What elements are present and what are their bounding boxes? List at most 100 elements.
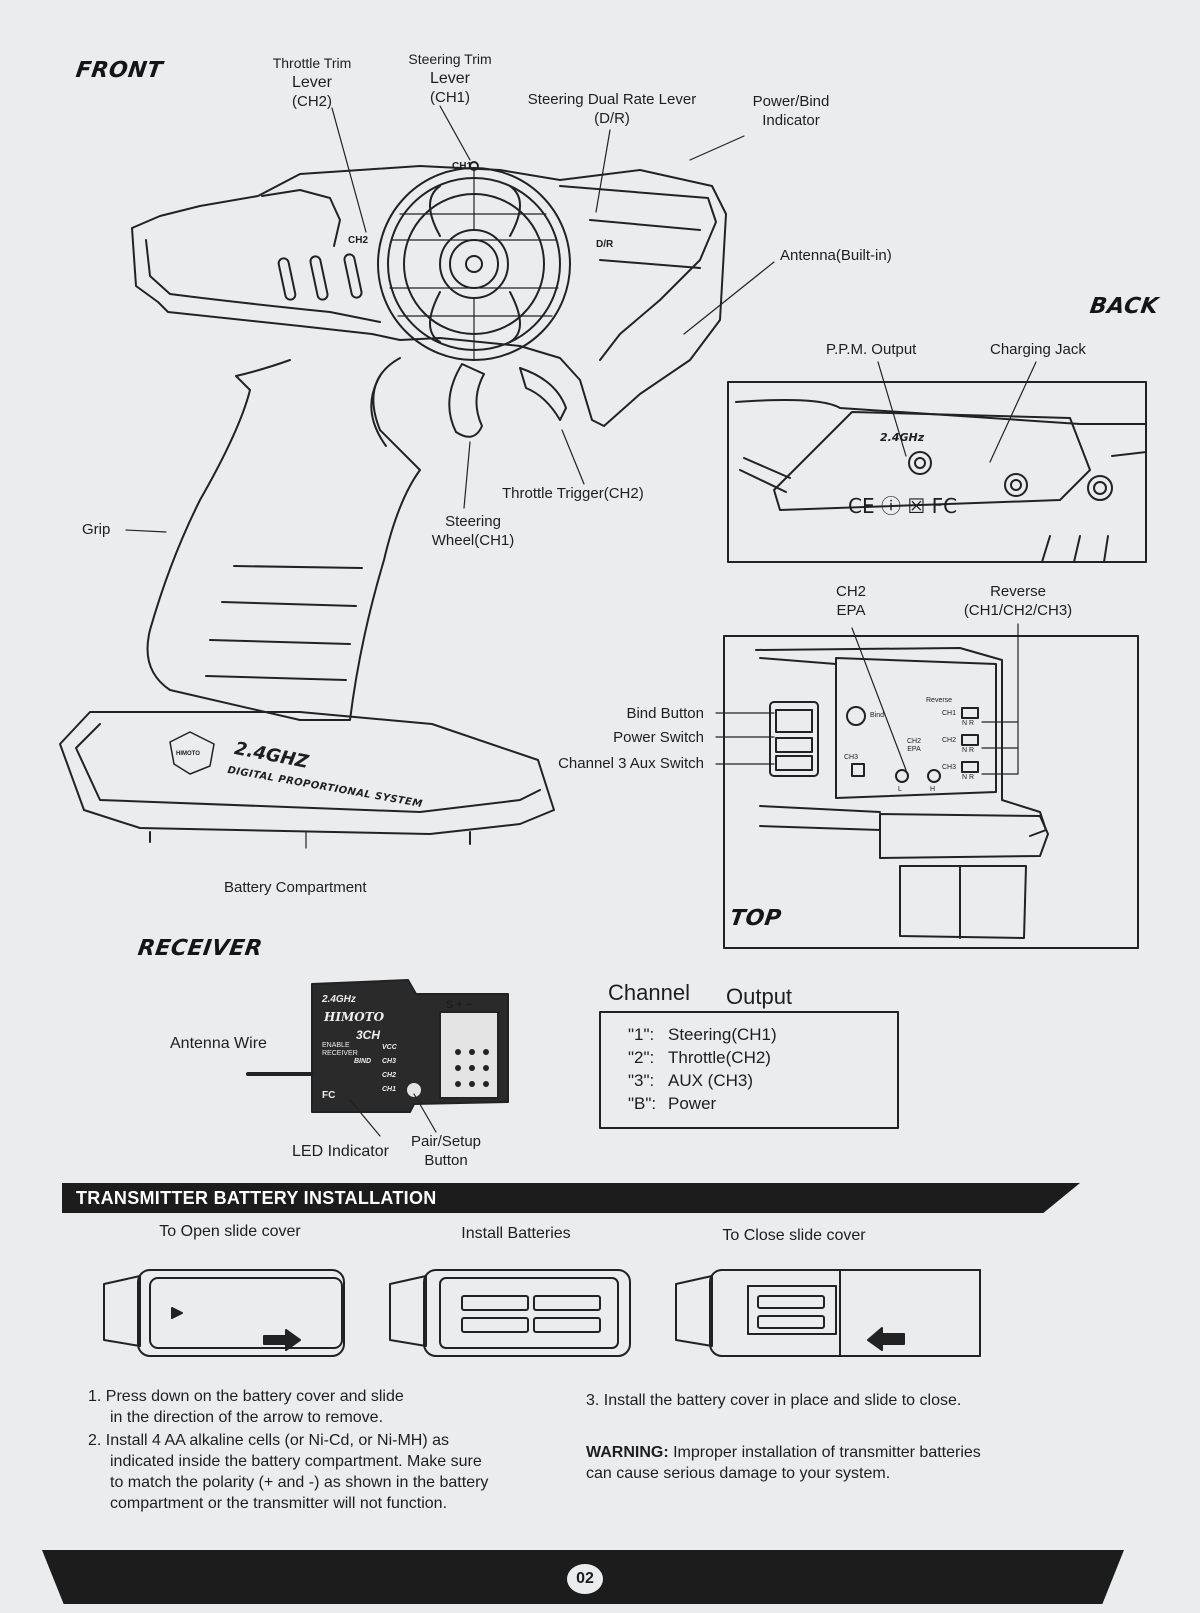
throttle-trim-line2: Lever: [291, 74, 333, 91]
top-panel-ch2epa-line1: CH2: [906, 738, 921, 745]
top-panel-nr1: N R: [962, 720, 975, 727]
antenna-wire-label: Antenna Wire: [170, 1035, 267, 1052]
transmitter-front-drawing: [59, 161, 727, 845]
channel-row-key: "1":: [628, 1025, 655, 1044]
receiver-pins: S + −: [446, 999, 473, 1011]
receiver-leader-lines: [349, 1093, 437, 1137]
warning-block: WARNING: Improper installation of transm…: [586, 1442, 981, 1484]
back-panel-marks: CE ⓘ ☒ FC: [848, 494, 958, 518]
antenna-label: Antenna(Built-in): [780, 247, 892, 264]
receiver-fc: FC: [322, 1090, 336, 1101]
throttle-trigger-label: Throttle Trigger(CH2): [502, 485, 644, 502]
step-open-title: To Open slide cover: [159, 1223, 301, 1240]
receiver-ch3: CH3: [382, 1058, 397, 1065]
channel-row-value: AUX (CH3): [668, 1071, 754, 1090]
top-panel-ch3: CH3: [942, 764, 957, 771]
printed-brand: HIMOTO: [176, 751, 200, 757]
top-panel-ch2epa-line2: EPA: [907, 746, 921, 753]
warning-label: WARNING:: [586, 1444, 669, 1461]
back-panel-freq: 2.4GHz: [880, 431, 925, 444]
top-panel-ch3-switch: CH3: [844, 754, 859, 761]
receiver-vcc: VCC: [382, 1044, 397, 1051]
channel-row-value: Power: [668, 1094, 717, 1113]
warning-line1: WARNING: Improper installation of transm…: [586, 1442, 981, 1463]
reverse-line1: Reverse: [990, 583, 1046, 600]
receiver-heading: RECEIVER: [136, 936, 265, 961]
receiver-bind: BIND: [354, 1058, 372, 1065]
top-panel-h: H: [930, 786, 936, 793]
pair-setup-line1: Pair/Setup: [410, 1133, 482, 1150]
battery-step-install: [389, 1269, 631, 1357]
battery-step-open: [103, 1269, 345, 1357]
front-heading: FRONT: [74, 58, 165, 83]
throttle-trim-label: Throttle Trim Lever (CH2): [262, 54, 362, 111]
steering-trim-line1: Steering Trim: [408, 51, 492, 67]
led-indicator-label: LED Indicator: [292, 1143, 389, 1160]
steering-wheel-line1: Steering: [445, 513, 501, 530]
instruction-2-line1: 2. Install 4 AA alkaline cells (or Ni-Cd…: [88, 1432, 449, 1449]
top-leader-lines: [715, 623, 1019, 775]
back-heading: BACK: [1088, 294, 1161, 319]
top-panel-bind: Bind: [870, 712, 885, 719]
throttle-trim-line1: Throttle Trim: [272, 55, 352, 71]
channel-output-box: [599, 1011, 899, 1129]
instruction-1: 1. Press down on the battery cover and s…: [88, 1386, 404, 1428]
ch2-epa-label: CH2 EPA: [826, 582, 876, 620]
ch2-epa-line1: CH2: [835, 583, 866, 600]
top-panel-l: L: [898, 786, 902, 793]
ch2-epa-line2: EPA: [836, 602, 866, 619]
instruction-2-line2: indicated inside the battery compartment…: [110, 1453, 482, 1470]
top-panel-nr2: N R: [962, 747, 975, 754]
top-panel-reverse: Reverse: [926, 697, 953, 704]
steering-wheel-line2: Wheel(CH1): [431, 532, 515, 549]
top-heading: TOP: [728, 906, 784, 931]
receiver-enable: ENABLE: [322, 1042, 350, 1049]
steering-dual-rate-line1: Steering Dual Rate Lever: [527, 91, 697, 108]
instruction-3: 3. Install the battery cover in place an…: [586, 1392, 962, 1409]
instruction-1-line2: in the direction of the arrow to remove.: [110, 1409, 384, 1426]
channel-row-key: "3":: [628, 1071, 655, 1090]
front-leader-lines: [125, 105, 775, 849]
receiver-brand: HIMOTO: [324, 1010, 385, 1024]
page-number: 02: [565, 1562, 605, 1596]
battery-banner-title: TRANSMITTER BATTERY INSTALLATION: [76, 1188, 437, 1208]
power-bind-line2: Indicator: [762, 112, 820, 129]
receiver-drawing: [246, 979, 509, 1113]
receiver-ch2: CH2: [382, 1072, 397, 1079]
channel-row-value: Throttle(CH2): [668, 1048, 771, 1067]
steering-dual-rate-line2: (D/R): [594, 110, 630, 127]
ch3-aux-switch-label: Channel 3 Aux Switch: [558, 755, 704, 772]
top-panel-ch2: CH2: [942, 737, 957, 744]
instruction-1-line1: 1. Press down on the battery cover and s…: [88, 1388, 404, 1405]
receiver-freq: 2.4GHz: [322, 994, 356, 1005]
steering-wheel-label: Steering Wheel(CH1): [418, 512, 528, 550]
instruction-2-line4: compartment or the transmitter will not …: [110, 1495, 448, 1512]
charging-jack-label: Charging Jack: [990, 341, 1086, 358]
channel-row-key: "B":: [628, 1094, 657, 1113]
top-panel-box: [723, 635, 1139, 949]
back-panel-box: [727, 381, 1147, 563]
steering-trim-label: Steering Trim Lever (CH1): [398, 50, 502, 107]
printed-ch1: CH1: [452, 161, 473, 172]
channel-output-title-2: Output: [726, 984, 793, 1009]
power-bind-line1: Power/Bind: [752, 93, 830, 110]
receiver-receiver: RECEIVER: [322, 1050, 358, 1057]
channel-row-value: Steering(CH1): [668, 1025, 777, 1044]
step-install-title: Install Batteries: [461, 1225, 571, 1242]
channel-output-title-1: Channel: [608, 980, 690, 1005]
pair-setup-line2: Button: [424, 1152, 468, 1169]
instruction-2: 2. Install 4 AA alkaline cells (or Ni-Cd…: [88, 1430, 488, 1514]
warning-text-1: Improper installation of transmitter bat…: [673, 1444, 981, 1461]
printed-ch2: CH2: [348, 235, 369, 246]
steering-trim-line2: Lever: [429, 70, 471, 87]
top-panel-nr3: N R: [962, 774, 975, 781]
battery-section-banner: TRANSMITTER BATTERY INSTALLATION: [62, 1183, 1080, 1213]
bind-button-label: Bind Button: [626, 705, 704, 722]
steering-trim-line3: (CH1): [430, 89, 470, 106]
power-switch-label: Power Switch: [613, 729, 704, 746]
throttle-trim-line3: (CH2): [292, 93, 332, 110]
warning-text-2: can cause serious damage to your system.: [586, 1465, 891, 1482]
battery-step-close: [675, 1269, 981, 1357]
